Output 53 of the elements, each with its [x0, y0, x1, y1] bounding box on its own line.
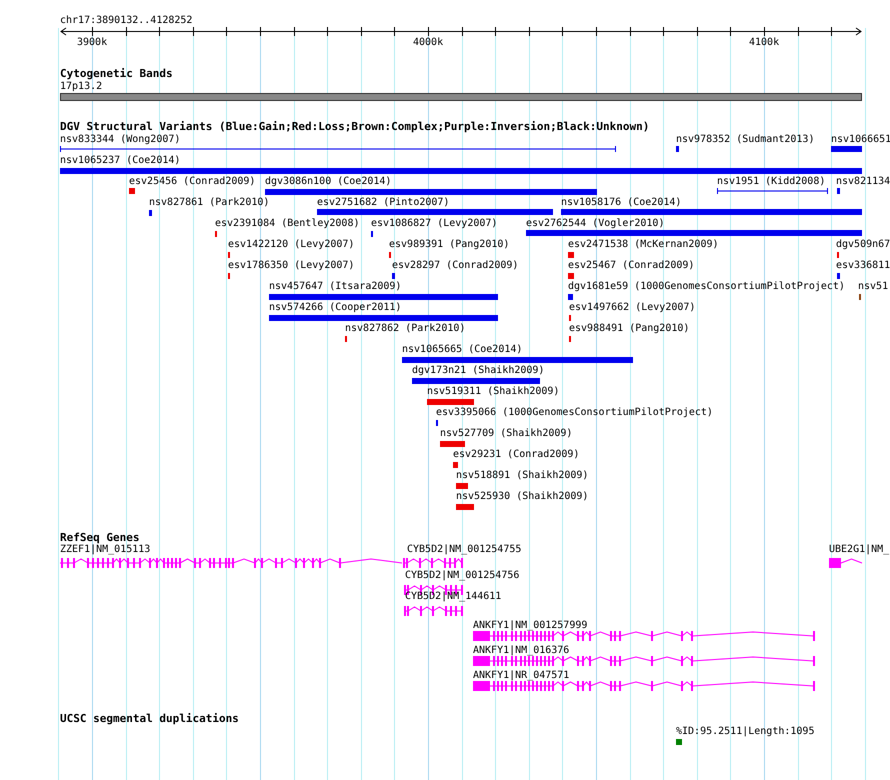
variant-label: esv1422120 (Levy2007) [228, 239, 354, 250]
variant-label: nsv525930 (Shaikh2009) [456, 491, 588, 502]
variant-label: nsv527709 (Shaikh2009) [440, 428, 572, 439]
duplication-label: %ID:95.2511|Length:1095 [676, 726, 814, 737]
variant-label: nsv833344 (Wong2007) [60, 134, 180, 145]
variant-label: esv1497662 (Levy2007) [569, 302, 696, 313]
band-label: 17p13.2 [60, 81, 102, 92]
gene-label: UBE2G1|NM_ [829, 544, 890, 555]
variant-label: nsv978352 (Sudmant2013) [676, 134, 814, 145]
track-title: Cytogenetic Bands [60, 68, 173, 79]
variant-label: nsv1951 (Kidd2008) [717, 176, 826, 187]
variant-label: dgv3086n100 (Coe2014) [265, 176, 392, 187]
variant-label: dgv1681e59 (1000GenomesConsortiumPilotProject) [568, 281, 845, 292]
variant-label: esv989391 (Pang2010) [389, 239, 510, 250]
gene-label: ANKFY1|NM_016376 [473, 645, 570, 656]
gene-label: CYB5D2|NM_144611 [405, 591, 502, 602]
tick-label: 4000k [413, 37, 444, 48]
variant-label: esv25456 (Conrad2009) [129, 176, 256, 187]
variant-label: esv3395066 (1000GenomesConsortiumPilotProject) [436, 407, 713, 418]
variant-label: esv1786350 (Levy2007) [228, 260, 354, 271]
variant-label: nsv457647 (Itsara2009) [269, 281, 402, 292]
gene-label: CYB5D2|NM_001254756 [405, 570, 520, 581]
variant-label: dgv509n67 [836, 239, 890, 250]
variant-label: esv28297 (Conrad2009) [392, 260, 518, 271]
variant-label: esv2471538 (McKernan2009) [568, 239, 719, 250]
variant-label: nsv574266 (Cooper2011) [269, 302, 402, 313]
track-title: DGV Structural Variants (Blue:Gain;Red:Loss;Brown:Complex;Purple:Inversion;Black:Unknown) [60, 121, 650, 132]
gene-label: ZZEF1|NM_015113 [60, 544, 150, 555]
gene-label: CYB5D2|NM_001254755 [407, 544, 522, 555]
variant-label: nsv821134 [836, 176, 890, 187]
variant-label: esv336811 [836, 260, 890, 271]
variant-label: nsv519311 (Shaikh2009) [427, 386, 560, 397]
tick-label: 4100k [749, 37, 780, 48]
gene-label: ANKFY1|NM_001257999 [473, 620, 588, 631]
variant-label: nsv51 [858, 281, 888, 292]
tick-label: 3900k [77, 37, 108, 48]
coordinate-range: chr17:3890132..4128252 [60, 15, 192, 26]
variant-label: nsv827861 (Park2010) [149, 197, 270, 208]
variant-label: esv988491 (Pang2010) [569, 323, 690, 334]
gene-label: ANKFY1|NR_047571 [473, 670, 570, 681]
variant-label: nsv1065237 (Coe2014) [60, 155, 180, 166]
variant-label: esv2762544 (Vogler2010) [526, 218, 664, 229]
variant-label: esv2391084 (Bentley2008) [215, 218, 360, 229]
variant-label: nsv1058176 (Coe2014) [561, 197, 682, 208]
variant-label: dgv173n21 (Shaikh2009) [412, 365, 544, 376]
variant-label: esv2751682 (Pinto2007) [317, 197, 450, 208]
variant-label: nsv1065665 (Coe2014) [402, 344, 522, 355]
variant-label: esv25467 (Conrad2009) [568, 260, 694, 271]
track-title: UCSC segmental duplications [60, 713, 239, 724]
variant-label: nsv827862 (Park2010) [345, 323, 466, 334]
variant-label: nsv518891 (Shaikh2009) [456, 470, 588, 481]
variant-label: esv1086827 (Levy2007) [371, 218, 498, 229]
variant-label: esv29231 (Conrad2009) [453, 449, 580, 460]
